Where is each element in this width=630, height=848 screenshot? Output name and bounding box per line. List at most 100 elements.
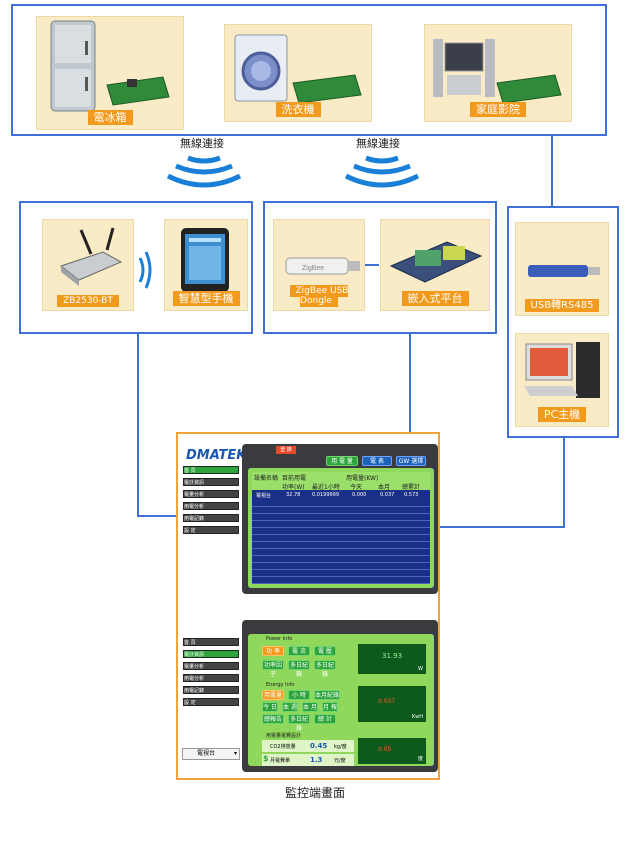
energy-tab[interactable]: 小 時 <box>288 690 310 700</box>
energy-tab[interactable]: 本 月 <box>302 702 318 712</box>
subheader-today: 今天 <box>350 484 363 491</box>
row-hour: 0.0199999 <box>312 492 340 498</box>
row-power: 32.78 <box>286 492 301 498</box>
power-value: 31.93 <box>382 652 403 660</box>
power-display: 31.93 W <box>358 644 426 674</box>
phone-label: 智慧型手機 <box>172 291 240 306</box>
wireless-label-left: 無線連接 <box>180 137 224 150</box>
energy-tab[interactable]: 今 日 <box>262 702 278 712</box>
cost-label: 月電費單 <box>270 758 291 764</box>
energy-tab[interactable]: 總 計 <box>314 714 336 724</box>
power-info-title: Power Info <box>266 636 293 642</box>
theater-card: 家庭影院 <box>424 24 572 122</box>
tab-meter[interactable]: 電 表 <box>362 456 392 466</box>
connector-line <box>137 515 177 517</box>
usage-table: 設備名稱 目前用電 用電量(KW) 功率(W) 最近1小時 今天 本月 總累計 … <box>252 472 430 584</box>
nav-item-settings[interactable]: 設 定 <box>183 698 239 706</box>
connector-line <box>551 136 553 206</box>
nav-item-energy[interactable]: 電量分析 <box>183 662 239 670</box>
cost-row: $ 月電費單 1.3 元/度 <box>262 754 354 766</box>
history-tab-2[interactable]: 多日紀錄 <box>314 660 336 678</box>
subheader-month: 本月 <box>378 484 391 491</box>
fridge-card: 電冰箱 <box>36 16 184 130</box>
connector-line <box>365 264 379 266</box>
row-month: 0.037 <box>380 492 395 498</box>
row-today: 0.000 <box>352 492 367 498</box>
energy-display: 0.037 KwH <box>358 686 426 722</box>
co2-value: 0.45 <box>310 742 328 750</box>
table-grid-lines <box>252 500 430 584</box>
energy-tab[interactable]: 本 週 <box>282 702 298 712</box>
dollar-icon: $ <box>263 754 269 763</box>
embedded-platform-icon <box>389 241 483 283</box>
connector-line <box>409 334 411 434</box>
co2-unit: kg/度 <box>334 744 347 750</box>
table-row[interactable]: 電視台 32.78 0.0199999 0.000 0.037 0.573 <box>252 492 430 499</box>
pc-label: PC主機 <box>537 407 587 422</box>
co2-row: CO2排放量 0.45 kg/度 <box>262 740 354 752</box>
bill-value: 0.05 <box>378 746 392 753</box>
energy-tab[interactable]: 本月紀錄 <box>314 690 340 700</box>
energy-tab[interactable]: 月 報 <box>322 702 338 712</box>
embedded-label: 嵌入式平台 <box>401 291 469 306</box>
power-tab[interactable]: 功 率 <box>262 646 284 656</box>
connector-line <box>137 334 139 516</box>
cost-value: 1.3 <box>310 756 323 764</box>
wireless-waves-icon <box>344 155 420 188</box>
login-badge[interactable]: 登 錄 <box>276 446 296 454</box>
nav-item-home[interactable]: 首 頁 <box>183 466 239 474</box>
nav-item-meter[interactable]: 電計資訊 <box>183 650 239 658</box>
energy-tabs: 用電量 小 時 本月紀錄 今 日 本 週 本 月 月 報 總報告 多日紀錄 總 … <box>262 690 352 732</box>
wireless-label-right: 無線連接 <box>356 137 400 150</box>
tab-gw[interactable]: GW 選擇 <box>396 456 426 466</box>
zb2530-label: ZB2530-BT <box>57 295 119 307</box>
subheader-total: 總累計 <box>402 484 421 491</box>
nav-item-meter[interactable]: 電計資訊 <box>183 478 239 486</box>
nav-item-record[interactable]: 用電記錄 <box>183 686 239 694</box>
nav-item-analysis[interactable]: 用電分析 <box>183 674 239 682</box>
history-tab[interactable]: 多日紀錄 <box>288 660 310 678</box>
power-unit: W <box>418 666 423 672</box>
pc-icon <box>524 342 600 398</box>
monitor-caption: 監控端畫面 <box>284 786 345 800</box>
device-select[interactable]: 電視台 ▾ <box>182 748 240 760</box>
usage-panel: 登 錄 用 電 量 電 表 GW 選擇 設備名稱 目前用電 用電量(KW) 功率… <box>242 444 438 594</box>
cost-unit: 元/度 <box>334 758 346 764</box>
tab-usage[interactable]: 用 電 量 <box>326 456 358 466</box>
dongle-label: ZigBee USB Dongle <box>289 285 349 307</box>
zb2530-device-icon <box>59 227 123 286</box>
energy-value: 0.037 <box>378 698 396 705</box>
usb-label: USB轉RS485 <box>524 299 600 312</box>
nav-item-home[interactable]: 首 頁 <box>183 638 239 646</box>
bill-unit: 度 <box>417 756 423 762</box>
fridge-icon <box>50 20 170 112</box>
subheader-hour: 最近1小時 <box>312 484 340 491</box>
usb-card: USB轉RS485 <box>515 222 609 316</box>
washer-icon <box>234 34 362 104</box>
header-energy: 用電量(KW) <box>346 475 379 482</box>
bill-title: 用電量電費設計 <box>266 733 302 739</box>
pf-tab[interactable]: 功率因子 <box>262 660 284 678</box>
nav-item-energy[interactable]: 電量分析 <box>183 490 239 498</box>
voltage-tab[interactable]: 電 壓 <box>314 646 336 656</box>
energy-tab[interactable]: 多日紀錄 <box>288 714 310 732</box>
zb2530-card: ZB2530-BT <box>42 219 134 311</box>
energy-info-title: Energy Info <box>266 682 295 688</box>
fridge-label: 電冰箱 <box>87 110 133 125</box>
current-tab[interactable]: 電 流 <box>288 646 310 656</box>
energy-tab[interactable]: 總報告 <box>262 714 284 724</box>
row-total: 0.573 <box>404 492 419 498</box>
energy-tab[interactable]: 用電量 <box>262 690 284 700</box>
pc-card: PC主機 <box>515 333 609 427</box>
bluetooth-waves-icon <box>138 251 152 289</box>
nav-list-lower: 首 頁 電計資訊 電量分析 用電分析 用電記錄 設 定 <box>178 638 240 718</box>
smartphone-icon <box>181 228 229 292</box>
brand-logo: DMATEK <box>186 448 247 463</box>
monitor-screenshot: DMATEK 首 頁 電計資訊 電量分析 用電分析 用電記錄 設 定 登 錄 用… <box>176 432 440 780</box>
meter-content: Power Info 功 率 電 流 電 壓 功率因子 多日紀錄 多日紀錄 31… <box>248 634 434 766</box>
nav-item-settings[interactable]: 設 定 <box>183 526 239 534</box>
device-select-value: 電視台 <box>197 750 216 757</box>
connector-line <box>440 526 565 528</box>
nav-item-record[interactable]: 用電記錄 <box>183 514 239 522</box>
nav-item-analysis[interactable]: 用電分析 <box>183 502 239 510</box>
